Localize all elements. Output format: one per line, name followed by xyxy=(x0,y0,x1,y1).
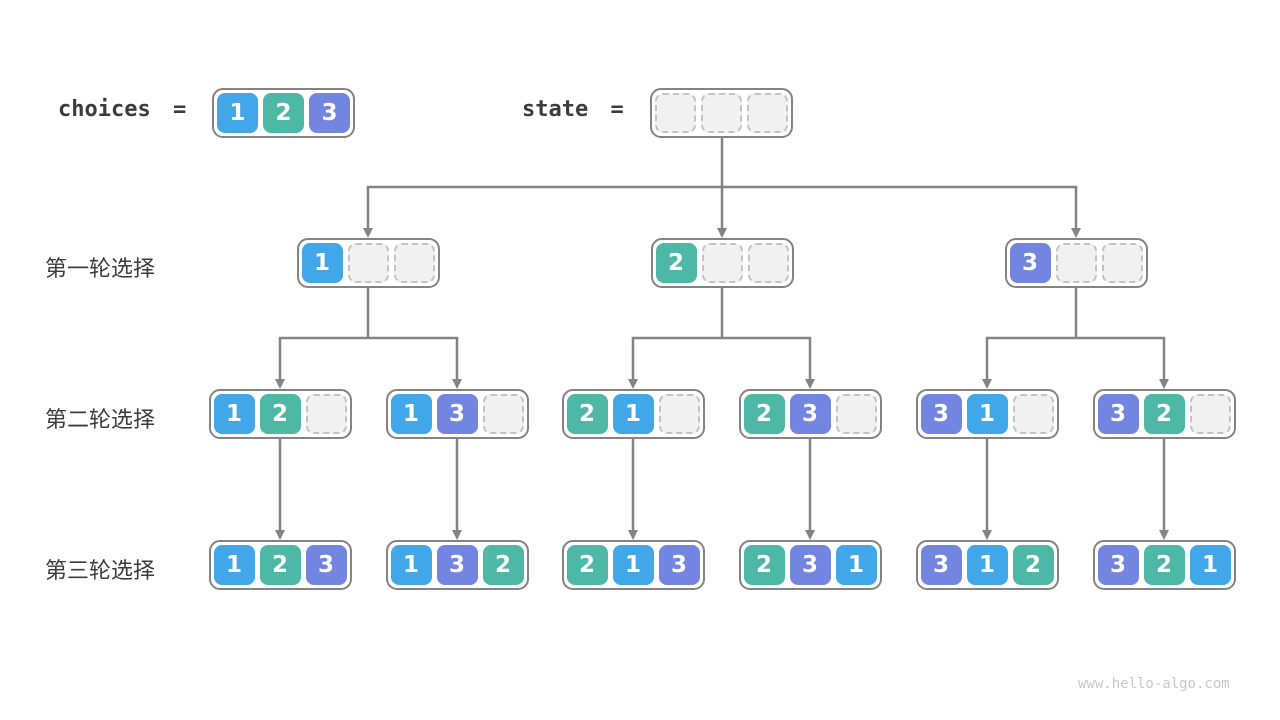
state-node-level1-1: 1 xyxy=(296,238,440,288)
empty-cell xyxy=(747,243,789,283)
cell-2: 2 xyxy=(263,93,304,133)
cell-2: 2 xyxy=(566,545,608,585)
cell-2: 2 xyxy=(482,545,524,585)
cell-1: 1 xyxy=(213,394,255,434)
cell-2: 2 xyxy=(655,243,697,283)
empty-cell xyxy=(1101,243,1143,283)
cell-3: 3 xyxy=(309,93,350,133)
empty-cell xyxy=(1189,394,1231,434)
empty-cell xyxy=(1012,394,1054,434)
cell-2: 2 xyxy=(1143,545,1185,585)
round-2-label: 第二轮选择 xyxy=(45,407,156,432)
empty-cell xyxy=(393,243,435,283)
cell-1: 1 xyxy=(301,243,343,283)
state-node-level1-2: 2 xyxy=(650,238,794,288)
watermark-url: www.hello-algo.com xyxy=(1078,676,1230,692)
empty-cell xyxy=(701,93,742,133)
empty-cell xyxy=(701,243,743,283)
round-3-label: 第三轮选择 xyxy=(45,558,156,583)
cell-2: 2 xyxy=(259,394,301,434)
empty-cell xyxy=(835,394,877,434)
cell-1: 1 xyxy=(966,394,1008,434)
cell-1: 1 xyxy=(835,545,877,585)
cell-3: 3 xyxy=(1097,394,1139,434)
cell-3: 3 xyxy=(920,545,962,585)
cell-3: 3 xyxy=(658,545,700,585)
cell-1: 1 xyxy=(966,545,1008,585)
state-node-level1-3: 3 xyxy=(1004,238,1148,288)
cell-1: 1 xyxy=(612,545,654,585)
empty-cell xyxy=(655,93,696,133)
cell-3: 3 xyxy=(920,394,962,434)
empty-cell xyxy=(658,394,700,434)
cell-1: 1 xyxy=(390,394,432,434)
empty-cell xyxy=(305,394,347,434)
cell-1: 1 xyxy=(213,545,255,585)
cell-3: 3 xyxy=(1097,545,1139,585)
cell-2: 2 xyxy=(1012,545,1054,585)
cell-2: 2 xyxy=(566,394,608,434)
round-1-label: 第一轮选择 xyxy=(45,256,156,281)
cell-1: 1 xyxy=(217,93,258,133)
cell-3: 3 xyxy=(305,545,347,585)
state-label: state = xyxy=(522,97,624,122)
empty-cell xyxy=(747,93,788,133)
cell-3: 3 xyxy=(1009,243,1051,283)
empty-cell xyxy=(1055,243,1097,283)
state-array-box xyxy=(650,88,793,138)
empty-cell xyxy=(482,394,524,434)
cell-1: 1 xyxy=(1189,545,1231,585)
state-equals-sign: = xyxy=(610,97,624,122)
cell-3: 3 xyxy=(436,394,478,434)
empty-cell xyxy=(347,243,389,283)
choices-label-text: choices xyxy=(58,97,151,122)
cell-2: 2 xyxy=(743,545,785,585)
cell-3: 3 xyxy=(789,545,831,585)
cell-1: 1 xyxy=(612,394,654,434)
cell-1: 1 xyxy=(390,545,432,585)
cell-2: 2 xyxy=(743,394,785,434)
cell-3: 3 xyxy=(436,545,478,585)
state-label-text: state xyxy=(522,97,589,122)
choices-equals-sign: = xyxy=(172,97,187,122)
choices-label: choices = xyxy=(58,97,186,122)
cell-2: 2 xyxy=(259,545,301,585)
cell-2: 2 xyxy=(1143,394,1185,434)
cell-3: 3 xyxy=(789,394,831,434)
